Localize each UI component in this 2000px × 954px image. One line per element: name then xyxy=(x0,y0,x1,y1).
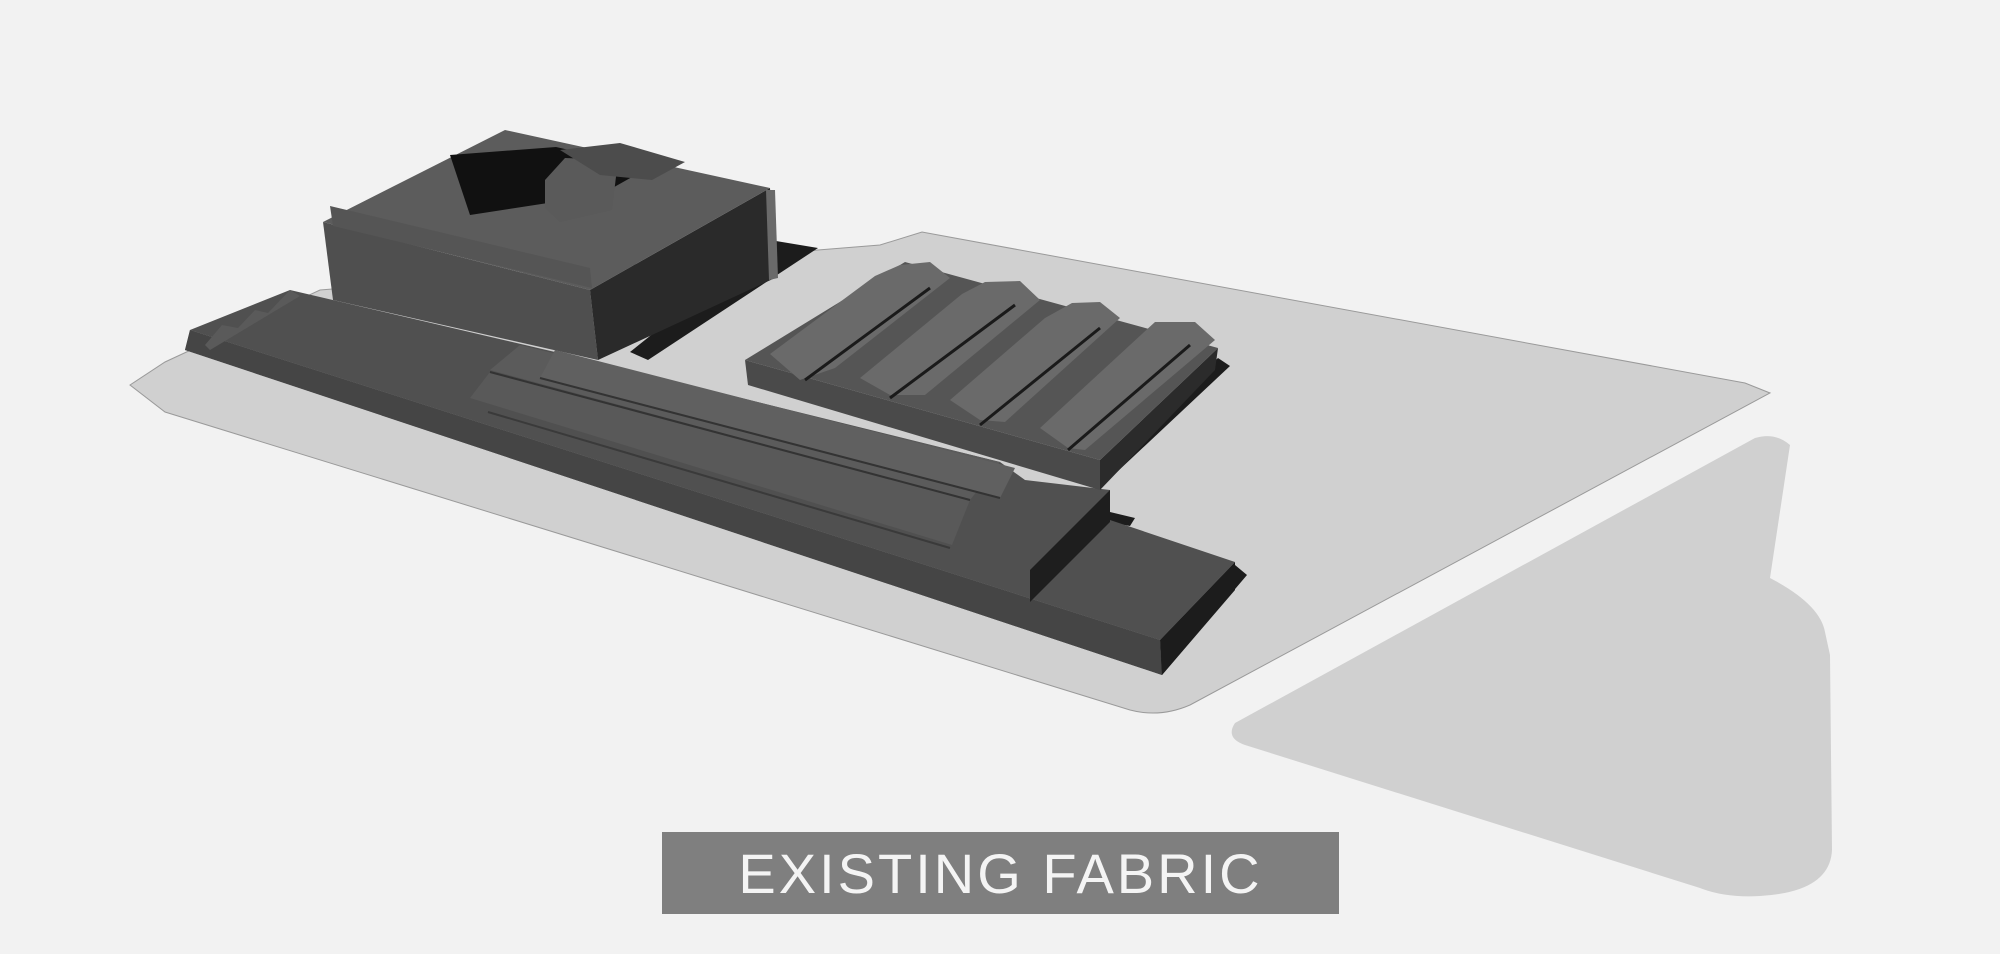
caption-box: EXISTING FABRIC xyxy=(662,832,1339,914)
roof-bay xyxy=(1040,322,1215,450)
roof-ridge xyxy=(540,350,1015,498)
roof-ridge xyxy=(470,372,970,545)
roof-bay xyxy=(860,281,1040,395)
roof-bay xyxy=(770,262,950,380)
long-building xyxy=(185,290,1235,675)
roof-bay xyxy=(950,302,1120,422)
caption-label: EXISTING FABRIC xyxy=(738,841,1263,905)
site-plot-secondary xyxy=(1231,436,1832,897)
sawtooth-building xyxy=(745,262,1218,490)
tall-block xyxy=(323,130,778,360)
